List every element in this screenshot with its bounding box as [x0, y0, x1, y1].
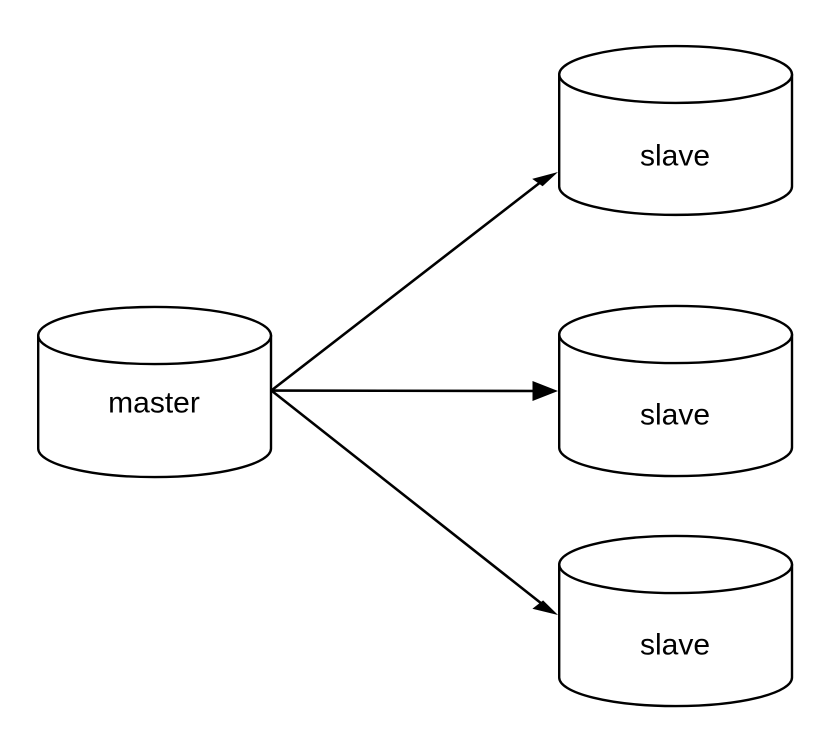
- arrowhead-master-to-slave-3: [532, 600, 558, 615]
- edge-master-to-slave-3[interactable]: [271, 389, 558, 615]
- edge-master-to-slave-1[interactable]: [271, 172, 558, 392]
- node-slave-2[interactable]: slave: [557, 304, 794, 478]
- arrowhead-master-to-slave-1: [532, 172, 558, 187]
- slave-3-cylinder-top: [557, 534, 794, 595]
- slave-1-label: slave: [640, 140, 710, 173]
- slave-2-cylinder-top: [557, 304, 794, 365]
- slave-1-cylinder-top: [557, 44, 794, 105]
- node-master[interactable]: master: [37, 305, 273, 479]
- node-slave-3[interactable]: slave: [557, 534, 794, 708]
- edge-line-master-to-slave-3: [271, 389, 548, 609]
- slave-3-label: slave: [640, 629, 710, 662]
- arrowhead-master-to-slave-2: [532, 381, 558, 401]
- master-label: master: [108, 387, 200, 420]
- master-cylinder-top: [37, 305, 273, 366]
- master-cylinder-body: [37, 334, 273, 479]
- edge-master-to-slave-2[interactable]: [271, 381, 558, 401]
- edge-line-master-to-slave-1: [271, 176, 548, 392]
- slave-2-cylinder-body: [558, 333, 794, 478]
- slave-3-cylinder-body: [558, 563, 794, 708]
- slave-1-cylinder-body: [558, 73, 794, 217]
- slave-2-label: slave: [640, 399, 710, 432]
- edge-group: [271, 172, 558, 615]
- node-slave-1[interactable]: slave: [557, 44, 794, 217]
